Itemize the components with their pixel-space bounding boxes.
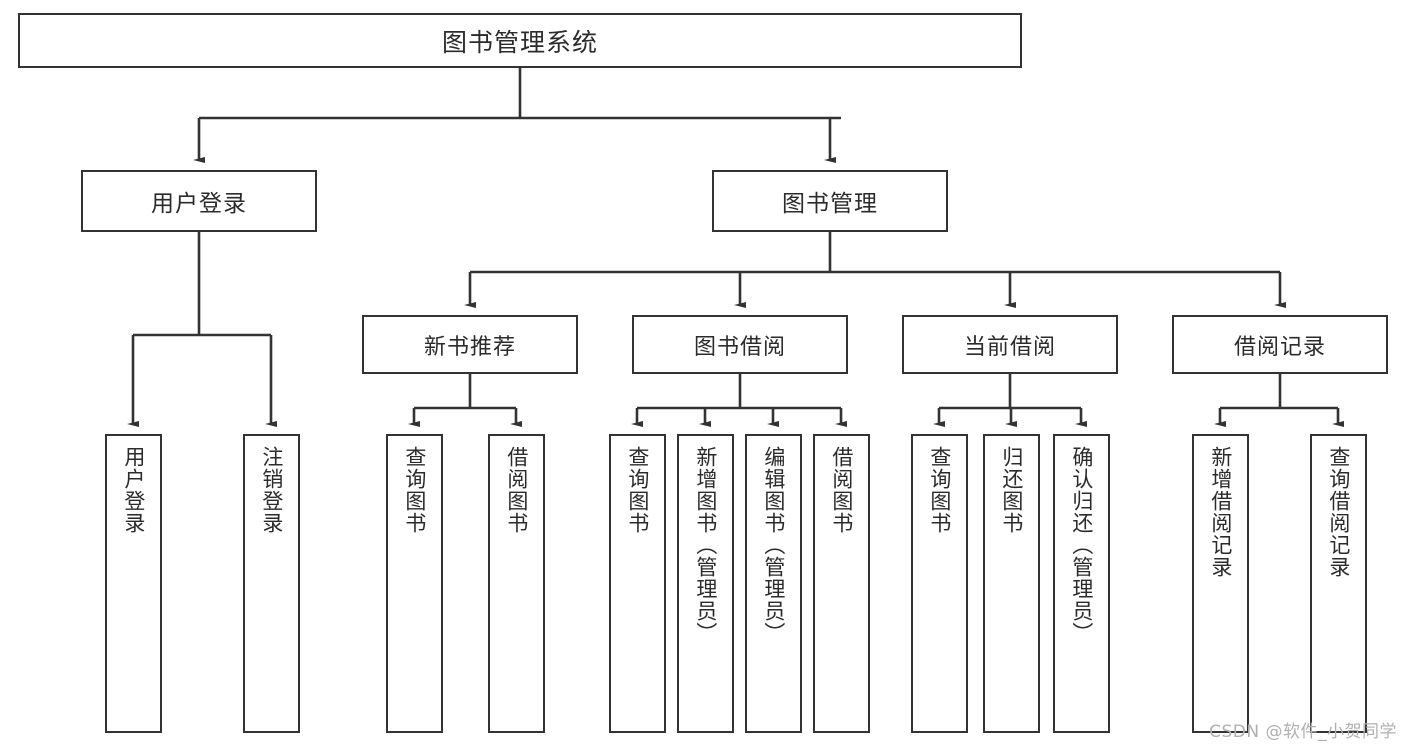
node-label: 借阅记录 [1233,334,1326,360]
node-label: 查询借阅记录 [1326,446,1351,578]
node-label: 图书借阅 [693,334,786,360]
node-label: 用户登录 [151,191,247,217]
node-leaf-edit-book-admin[interactable]: 编辑图书（管理员） [745,434,802,733]
node-user-login[interactable]: 用户登录 [81,170,317,232]
node-leaf-user-login[interactable]: 用户登录 [105,434,162,733]
node-book-borrow[interactable]: 图书借阅 [632,315,848,374]
node-label: 查询图书 [402,446,427,534]
node-new-book-recommend[interactable]: 新书推荐 [362,315,578,374]
node-label: 用户登录 [121,446,146,534]
node-leaf-add-borrow-record[interactable]: 新增借阅记录 [1192,434,1249,733]
node-label: 查询图书 [625,446,650,534]
node-label: 归还图书 [999,446,1024,534]
watermark-label: CSDN @软件_小贺同学 [1209,722,1397,742]
node-leaf-confirm-return-admin[interactable]: 确认归还（管理员） [1053,434,1110,733]
node-leaf-borrow-book[interactable]: 借阅图书 [813,434,870,733]
node-label: 借阅图书 [829,446,854,534]
node-leaf-query-book-current[interactable]: 查询图书 [911,434,968,733]
node-leaf-query-book-recommend[interactable]: 查询图书 [386,434,443,733]
node-label: 当前借阅 [963,334,1056,360]
node-leaf-add-book-admin[interactable]: 新增图书（管理员） [677,434,734,733]
node-current-borrow[interactable]: 当前借阅 [902,315,1118,374]
node-label: 借阅图书 [504,446,529,534]
node-book-manage[interactable]: 图书管理 [712,170,948,232]
node-leaf-user-logout[interactable]: 注销登录 [243,434,300,733]
node-leaf-return-book[interactable]: 归还图书 [983,434,1040,733]
node-label: 图书管理 [782,191,878,217]
node-label: 查询图书 [927,446,952,534]
node-label: 确认归还（管理员） [1069,446,1094,644]
node-label: 新增图书（管理员） [693,446,718,644]
node-leaf-query-book-borrow[interactable]: 查询图书 [609,434,666,733]
node-root-system[interactable]: 图书管理系统 [18,13,1022,68]
node-leaf-borrow-book-recommend[interactable]: 借阅图书 [488,434,545,733]
node-label: 注销登录 [259,446,284,534]
node-leaf-query-borrow-record[interactable]: 查询借阅记录 [1310,434,1367,733]
node-label: 新增借阅记录 [1208,446,1233,578]
node-label: 新书推荐 [423,334,516,360]
node-label: 图书管理系统 [441,27,598,57]
node-label: 编辑图书（管理员） [761,446,786,644]
node-borrow-record[interactable]: 借阅记录 [1172,315,1388,374]
